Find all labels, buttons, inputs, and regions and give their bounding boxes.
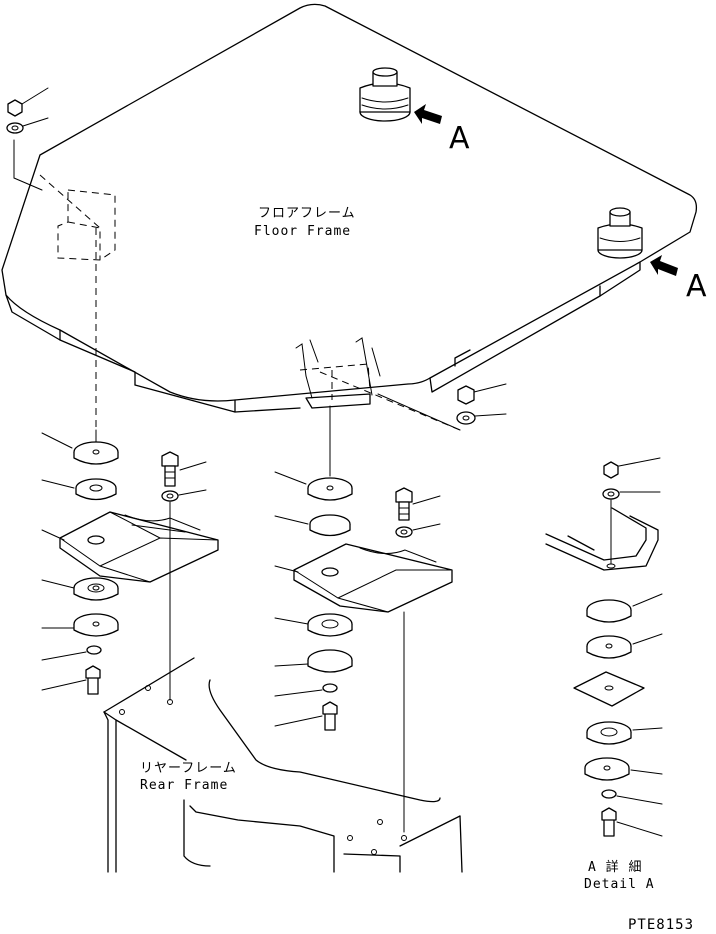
hidden-left-bracket: [39, 174, 116, 430]
view-marker-a-1: A: [449, 121, 470, 156]
center-right-hardware: [456, 383, 507, 425]
detail-a-label-en: Detail A: [584, 877, 655, 892]
floor-frame: [1, 3, 698, 413]
floor-frame-label-en: Floor Frame: [254, 224, 351, 239]
rubber-mount-top-right: [597, 207, 643, 259]
rear-frame-label-en: Rear Frame: [140, 778, 228, 793]
view-arrow-a-1: A: [414, 104, 470, 156]
detail-a-stack: [545, 457, 663, 837]
rear-frame-label-jp: リヤーフレーム: [140, 761, 237, 776]
detail-a-label-jp: A 詳 細: [588, 859, 642, 875]
left-top-hardware: [6, 87, 49, 191]
rubber-mount-top-center: [359, 67, 411, 122]
center-top-bolt: [395, 487, 441, 833]
rear-frame: [103, 657, 463, 873]
left-top-bolt: [161, 451, 207, 701]
view-marker-a-2: A: [686, 269, 707, 304]
view-arrow-a-2: A: [650, 255, 707, 304]
drawing-code: PTE8153: [628, 917, 694, 933]
left-mount-stack: [41, 429, 219, 695]
floor-frame-label-jp: フロアフレーム: [258, 206, 356, 221]
center-mount-stack: [274, 471, 453, 731]
center-bracket: [295, 337, 461, 477]
